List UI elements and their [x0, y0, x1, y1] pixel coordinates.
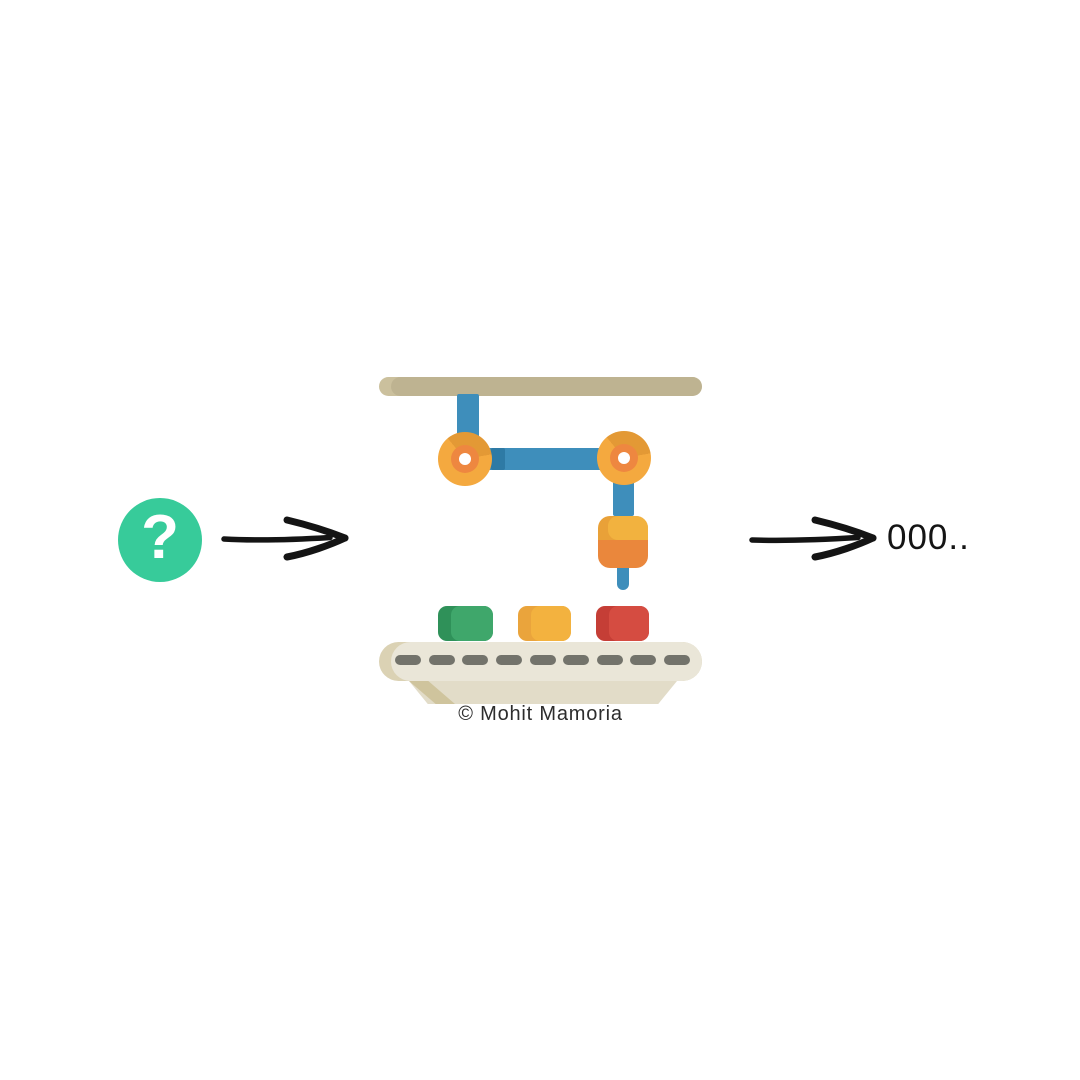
- belt-dash: [630, 655, 657, 665]
- elbow-joint: [597, 431, 651, 485]
- ceiling-bar-main: [391, 377, 702, 396]
- robot-arm-machine: [379, 377, 702, 704]
- block-red: [596, 606, 649, 641]
- output-text: 000..: [887, 518, 970, 557]
- belt-dash: [596, 655, 623, 665]
- question-badge: ?: [118, 498, 202, 582]
- block-green: [438, 606, 493, 641]
- belt-dash: [462, 655, 489, 665]
- gripper-bottom: [598, 540, 648, 568]
- gripper-head: [598, 516, 648, 568]
- belt-dash: [395, 655, 421, 665]
- elbow-joint-hub: [618, 452, 630, 464]
- arrow-right-icon: [749, 516, 877, 561]
- block-green-face: [451, 606, 493, 641]
- arm-horizontal-shadow: [491, 448, 505, 470]
- belt-dash: [495, 655, 522, 665]
- arm-horizontal: [465, 448, 625, 470]
- block-red-face: [609, 606, 649, 641]
- belt-dash: [664, 655, 690, 665]
- conveyor-base: [409, 681, 677, 704]
- question-mark-icon: ?: [141, 503, 179, 572]
- belt-dash: [529, 655, 556, 665]
- belt-dashes: [395, 655, 690, 665]
- gripper-top: [598, 516, 648, 540]
- shoulder-joint: [438, 432, 492, 486]
- conveyor-base-shade: [409, 681, 455, 704]
- arrow-right-icon: [221, 516, 349, 561]
- block-yellow-face: [531, 606, 571, 641]
- caption: © Mohit Mamoria: [458, 703, 623, 725]
- gripper-top-face: [608, 516, 648, 540]
- gripper-nozzle: [617, 568, 629, 590]
- belt-dash: [428, 655, 455, 665]
- belt-dash: [563, 655, 590, 665]
- ceiling-bar: [379, 377, 702, 396]
- block-yellow: [518, 606, 571, 641]
- shoulder-joint-hub: [459, 453, 471, 465]
